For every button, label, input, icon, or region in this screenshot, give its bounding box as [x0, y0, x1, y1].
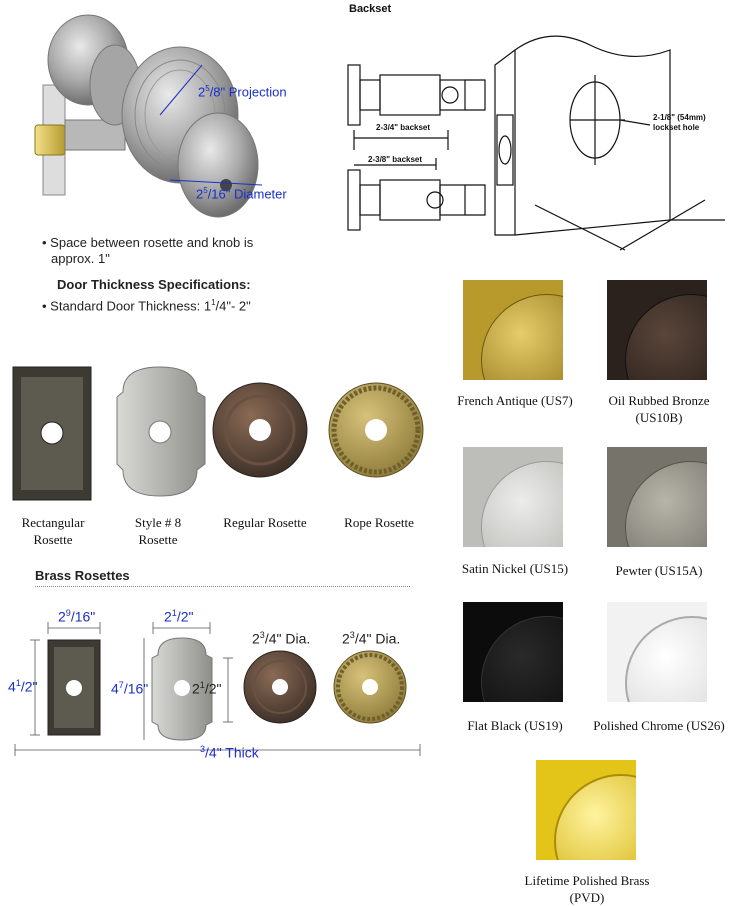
rosette-photo-drawings — [12, 366, 424, 501]
backset-dim-2-3-4: 2-3/4" backset — [376, 123, 431, 132]
dim-height-style8: 47/16" — [111, 680, 149, 697]
knob-photo — [30, 5, 280, 230]
diameter-label: 25/16" Diameter — [196, 186, 287, 202]
rosette-caption-rope: Rope Rosette — [344, 515, 414, 530]
finish-caption-lifetime-polished-brass: Lifetime Polished Brass(PVD) — [524, 873, 650, 905]
lockset-hole-label: 2-1/8" (54mm) lockset hole — [653, 113, 706, 132]
swatch-oil-rubbed-bronze — [607, 280, 707, 380]
door-thickness-note: • Standard Door Thickness: 11/4"- 2" — [42, 298, 251, 314]
dim-width-rectangular: 29/16" — [58, 608, 96, 625]
knob-illustration — [34, 14, 263, 218]
backset-diagram — [340, 20, 735, 260]
swatch-flat-black — [463, 602, 563, 702]
rosette-caption-regular: Regular Rosette — [223, 515, 307, 530]
dim-inner-style8: 21/2" — [192, 680, 222, 697]
swatch-polished-chrome — [607, 602, 707, 702]
finish-caption-oil-rubbed-bronze: Oil Rubbed Bronze(US10B) — [608, 393, 710, 425]
dim-diameter-rope: 23/4" Dia. — [342, 630, 401, 647]
rosette-photos — [5, 362, 425, 502]
brass-rosettes-title: Brass Rosettes — [35, 568, 130, 583]
finish-caption-flat-black: Flat Black (US19) — [467, 718, 563, 733]
swatch-pewter — [607, 447, 707, 547]
dim-width-style8: 21/2" — [164, 608, 194, 625]
dim-diameter-regular: 23/4" Dia. — [252, 630, 311, 647]
brass-rosettes-rule — [35, 586, 410, 587]
swatch-satin-nickel — [463, 447, 563, 547]
spacing-note: • Space between rosette and knob is appr… — [42, 235, 254, 266]
dim-height-rectangular: 41/2" — [8, 678, 38, 695]
finish-caption-polished-chrome: Polished Chrome (US26) — [593, 718, 725, 733]
finish-caption-satin-nickel: Satin Nickel (US15) — [461, 561, 569, 576]
dim-thickness: 3/4" Thick — [200, 744, 259, 761]
finish-caption-french-antique: French Antique (US7) — [457, 393, 573, 408]
swatch-lifetime-polished-brass — [536, 760, 636, 860]
finish-caption-pewter: Pewter (US15A) — [615, 563, 703, 578]
projection-label: 25/8" Projection — [198, 84, 287, 100]
brass-rosettes-drawing — [10, 600, 430, 770]
swatch-french-antique — [463, 280, 563, 380]
brass-rosette-drawings — [14, 622, 421, 756]
backset-drawing — [347, 35, 725, 251]
backset-title: Backset — [349, 3, 392, 15]
door-thickness-heading: Door Thickness Specifications: — [57, 277, 251, 292]
backset-dim-2-3-8: 2-3/8" backset — [368, 155, 423, 164]
